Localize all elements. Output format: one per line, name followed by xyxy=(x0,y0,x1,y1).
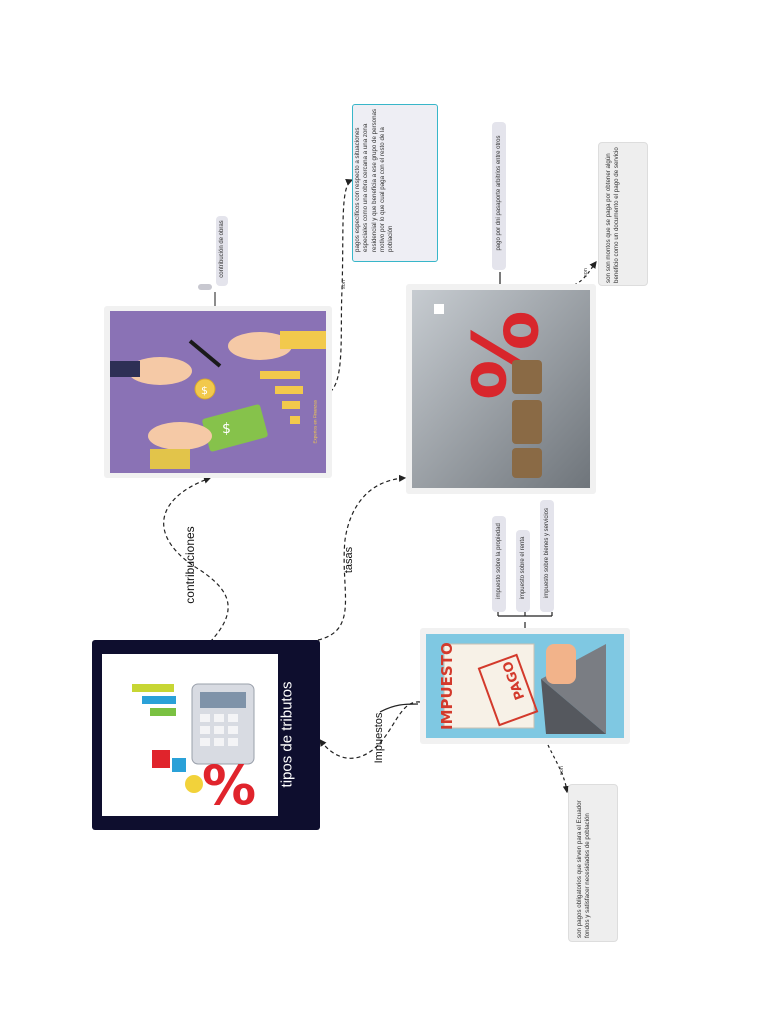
contribuciones-image-caption: Expertos en Finanzas xyxy=(312,399,318,444)
branch-label-tasas: tasas xyxy=(343,546,355,574)
finance-illustration: % xyxy=(132,683,256,817)
svg-text:$: $ xyxy=(222,421,231,437)
son-label-impuestos: son xyxy=(559,766,565,775)
line-tasas-desc xyxy=(573,261,597,286)
tasas-tag: pago por dni pasaporte arbitrios entre o… xyxy=(496,135,502,251)
hands-money-illustration: $ $ xyxy=(110,331,326,469)
tasas-desc-box: son son montos que se paga por obtener a… xyxy=(598,142,648,286)
branch-label-impuestos: Impuestos xyxy=(373,712,385,764)
impuestos-item-1-box: impuesto sobre la propiedad xyxy=(492,516,506,612)
impuestos-item-2-box: impuesto sobre el renta xyxy=(516,530,530,612)
line-contrib-desc xyxy=(329,179,354,393)
main-node: % tipos de tributos xyxy=(92,640,320,830)
line-tasas xyxy=(317,474,407,641)
impuestos-item-1: impuesto sobre la propiedad xyxy=(496,523,502,599)
impuestos-item-2: impuesto sobre el renta xyxy=(520,536,526,600)
impuestos-image: IMPUESTO PAGO xyxy=(420,628,630,744)
main-image: % xyxy=(102,654,278,817)
contribuciones-desc-box: pagos específicos con respecto a situaci… xyxy=(352,104,438,262)
impuestos-desc: son pagos obligatorios que sirven para e… xyxy=(576,800,592,938)
line-impuestos xyxy=(319,701,421,759)
impuestos-desc-box: son pagos obligatorios que sirven para e… xyxy=(568,784,618,942)
line-impuestos-desc xyxy=(547,744,570,794)
son-label-tasas: son xyxy=(583,268,589,277)
contribuciones-image: $ $ Expertos en Finanzas xyxy=(104,306,332,478)
tasas-tag-box: pago por dni pasaporte arbitrios entre o… xyxy=(492,122,506,270)
percent-coins-illustration: % xyxy=(412,290,590,488)
tasas-image: % xyxy=(406,284,596,494)
impuesto-pago-illustration: IMPUESTO PAGO xyxy=(438,642,606,734)
impuestos-item-3-box: impuesto sobre bienes y servicios xyxy=(540,500,554,612)
contribuciones-tag: contribución de obras xyxy=(219,220,225,278)
son-label-contribuciones: son xyxy=(341,280,347,289)
svg-text:$: $ xyxy=(201,384,208,397)
branch-label-contribuciones: contribuciones xyxy=(183,526,197,604)
stamp-impuesto: IMPUESTO xyxy=(438,642,456,730)
line-contribuciones xyxy=(163,476,229,643)
main-title: tipos de tributos xyxy=(278,681,296,788)
contribuciones-desc: pagos específicos con respecto a situaci… xyxy=(354,108,395,252)
impuestos-item-3: impuesto sobre bienes y servicios xyxy=(544,507,550,599)
contribuciones-tag-box: contribución de obras xyxy=(216,216,228,286)
tasas-desc: son son montos que se paga por obtener a… xyxy=(605,147,621,283)
line-impuestos-bracket xyxy=(497,612,553,632)
svg-text:%: % xyxy=(202,754,256,816)
